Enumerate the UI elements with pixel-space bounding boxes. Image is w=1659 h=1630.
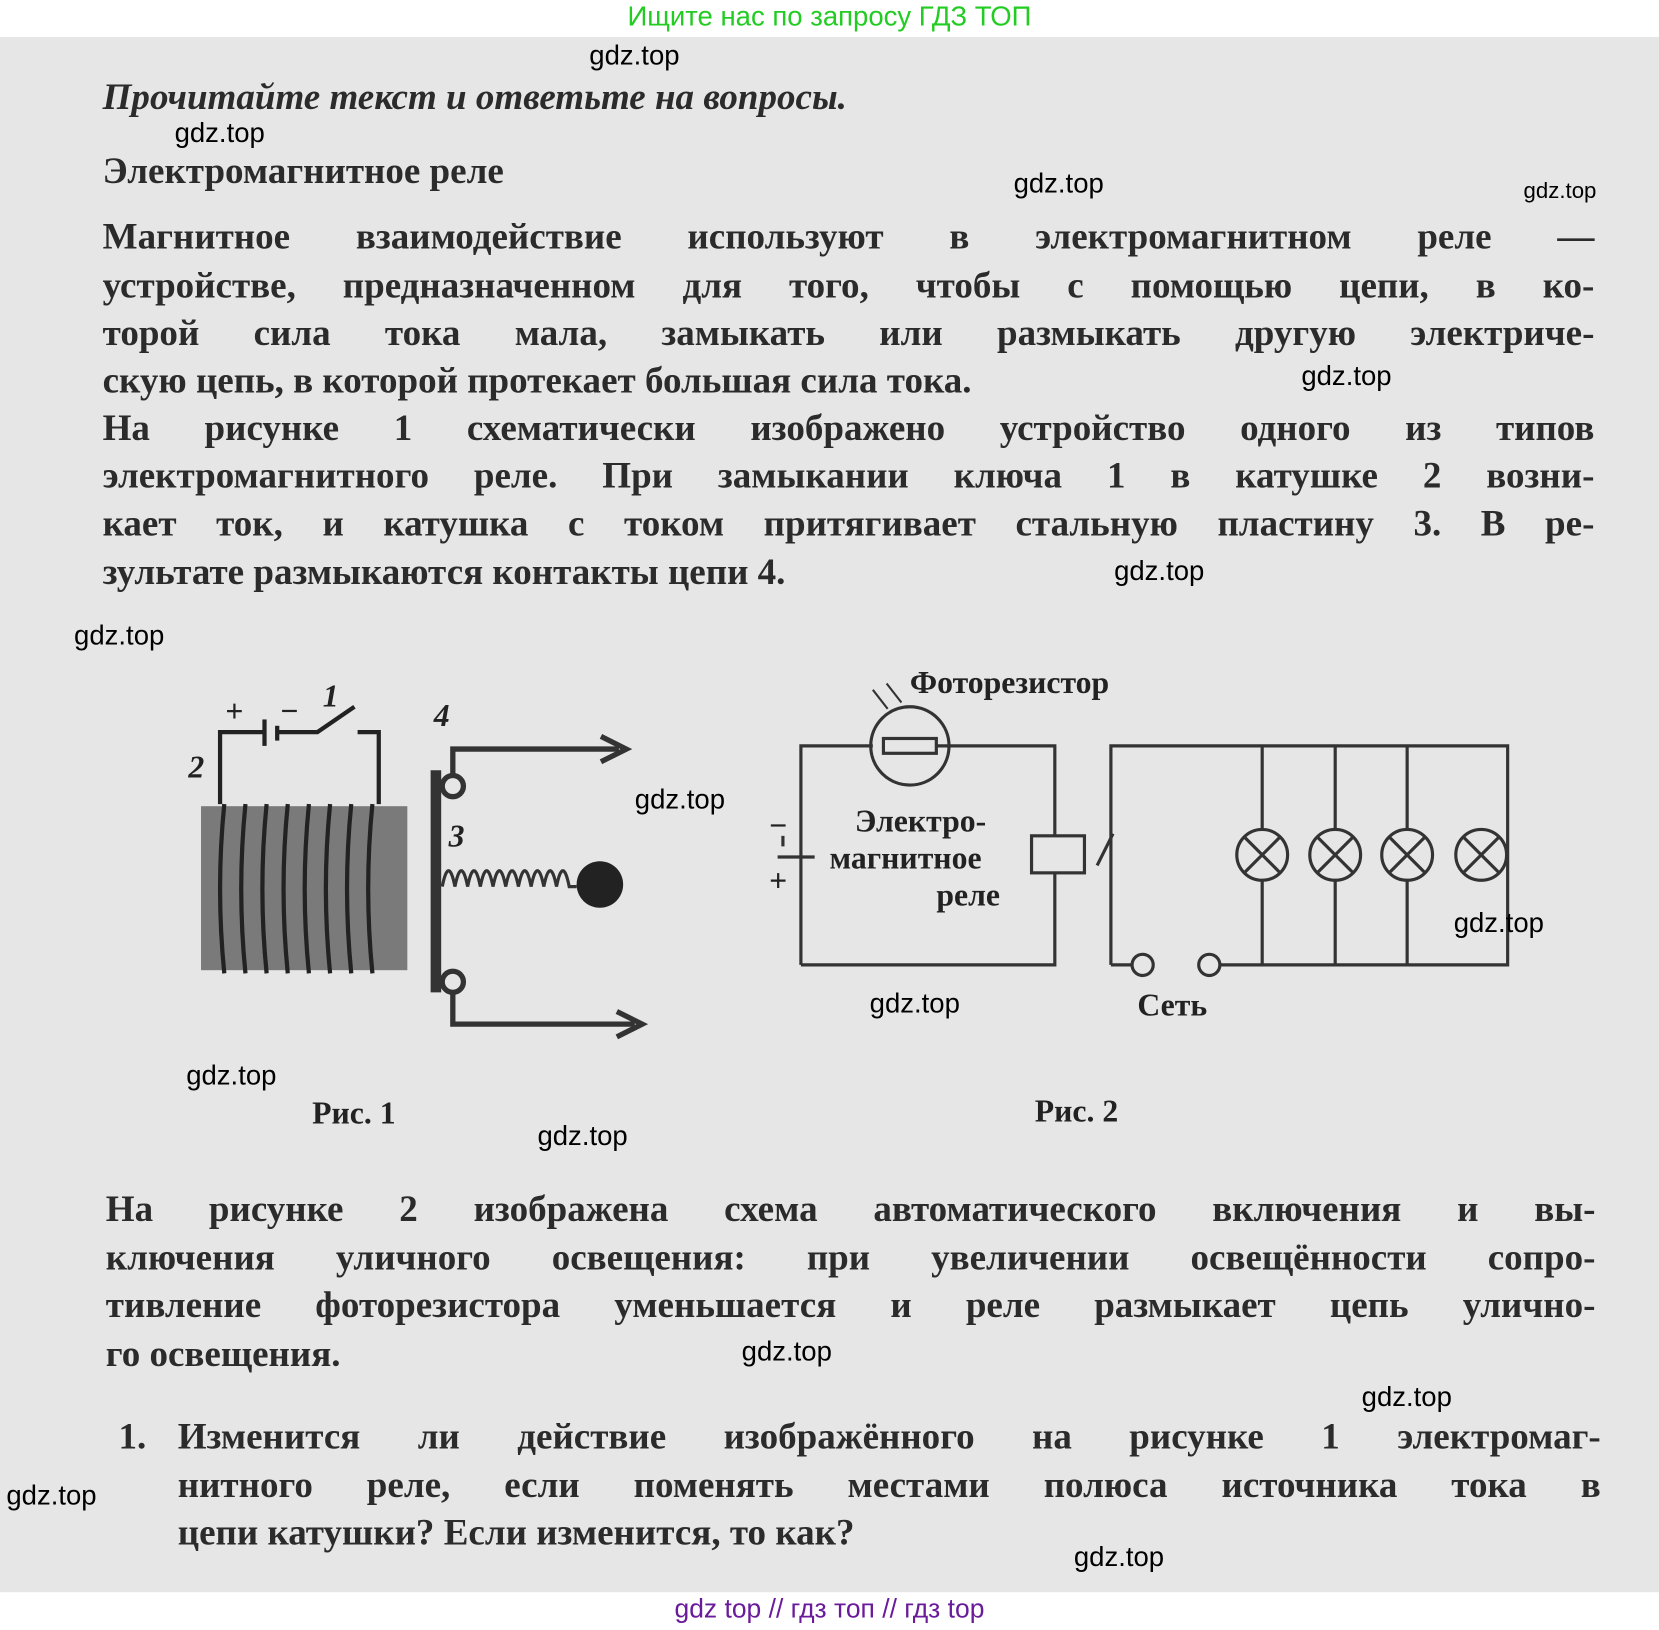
- plus-label: +: [225, 694, 243, 729]
- coil-label: 2: [187, 750, 204, 785]
- paragraph2-line: тивление фоторезистора уменьшается и рел…: [105, 1284, 1596, 1326]
- watermark: gdz.top: [1073, 1540, 1165, 1573]
- figure-2-street-light-circuit: Фоторезистор Электро- магнитное реле − +…: [769, 665, 1510, 1023]
- paragraph1-line: электромагнитного реле. При замыкании кл…: [102, 454, 1595, 497]
- paragraph1-line: На рисунке 1 схематически изображено уст…: [102, 407, 1595, 449]
- relay-label: Электро-: [855, 804, 986, 839]
- paragraph2-line: ключения уличного освещения: при увеличе…: [105, 1236, 1596, 1279]
- spring: [440, 869, 577, 889]
- figures: + − 1 2 3 4 Фоторезистор Электро- магнит…: [187, 665, 1510, 1131]
- battery: [777, 835, 815, 859]
- relay-label: реле: [936, 878, 1000, 913]
- watermark: gdz.top: [1523, 178, 1597, 204]
- key-label: 1: [323, 679, 339, 714]
- watermark: gdz.top: [1361, 1380, 1452, 1413]
- section-heading: Электромагнитное реле: [102, 150, 504, 192]
- figure-2-caption: Рис. 2: [1035, 1093, 1119, 1128]
- minus-label: −: [280, 694, 298, 729]
- paragraph2-line: го освещения.: [105, 1333, 341, 1375]
- minus-label: −: [769, 808, 787, 843]
- paragraph1-line: устройстве, предназначенном для того, чт…: [102, 264, 1595, 306]
- watermark: gdz.top: [1013, 167, 1104, 199]
- contacts-circuit: [439, 734, 649, 1040]
- watermark: gdz.top: [741, 1335, 832, 1367]
- watermark: gdz.top: [1453, 906, 1544, 939]
- question-line: цепи катушки? Если изменится, то как?: [177, 1511, 855, 1554]
- watermark: gdz.top: [74, 618, 165, 651]
- contacts-label: 4: [433, 698, 450, 733]
- instruction: Прочитайте текст и ответьте на вопросы.: [102, 76, 847, 118]
- paragraph1-line: скую цепь, в которой протекает большая с…: [102, 359, 972, 401]
- question-line: Изменится ли действие изображённого на р…: [177, 1415, 1601, 1457]
- figure-1-caption: Рис. 1: [312, 1096, 396, 1131]
- watermark: gdz.top: [1301, 359, 1392, 392]
- watermark: gdz.top: [6, 1479, 97, 1511]
- photoresistor-label: Фоторезистор: [910, 665, 1109, 700]
- watermark: gdz.top: [186, 1059, 277, 1091]
- coil-windings: [217, 803, 375, 974]
- paragraph2-line: На рисунке 2 изображена схема автоматиче…: [105, 1188, 1596, 1230]
- watermark: gdz.top: [537, 1119, 628, 1152]
- question-line: нитного реле, если поменять местами полю…: [177, 1464, 1601, 1506]
- plate-label: 3: [448, 818, 465, 853]
- paragraph1-line: кает ток, и катушка с током притягивает …: [102, 502, 1595, 544]
- question-number: 1.: [118, 1415, 147, 1457]
- watermark: gdz.top: [634, 782, 726, 815]
- spring-weight: [576, 861, 624, 908]
- watermark: gdz.top: [869, 987, 960, 1019]
- relay-label: магнитное: [829, 841, 981, 876]
- coil-circuit: [217, 704, 381, 805]
- watermark: gdz.top: [1114, 554, 1205, 587]
- paragraph1-line: Магнитное взаимодействие используют в эл…: [102, 215, 1595, 258]
- watermark: gdz.top: [589, 39, 680, 71]
- network-label: Сеть: [1137, 988, 1207, 1023]
- search-banner: Ищите нас по запросу ГДЗ ТОП: [0, 0, 1659, 38]
- plus-label: +: [769, 863, 787, 898]
- photoresistor-symbol: [881, 736, 938, 755]
- relay-coil: [1029, 834, 1087, 875]
- paragraph1-line: зультате размыкаются контакты цепи 4.: [102, 551, 786, 593]
- footer-links[interactable]: gdz top // гдз топ // гдз top: [0, 1592, 1659, 1630]
- paragraph1-line: торой сила тока мала, замыкать или размы…: [102, 312, 1595, 354]
- figure-1-relay-diagram: + − 1 2 3 4: [187, 679, 649, 1040]
- lamps: [1235, 827, 1509, 882]
- watermark: gdz.top: [174, 116, 265, 149]
